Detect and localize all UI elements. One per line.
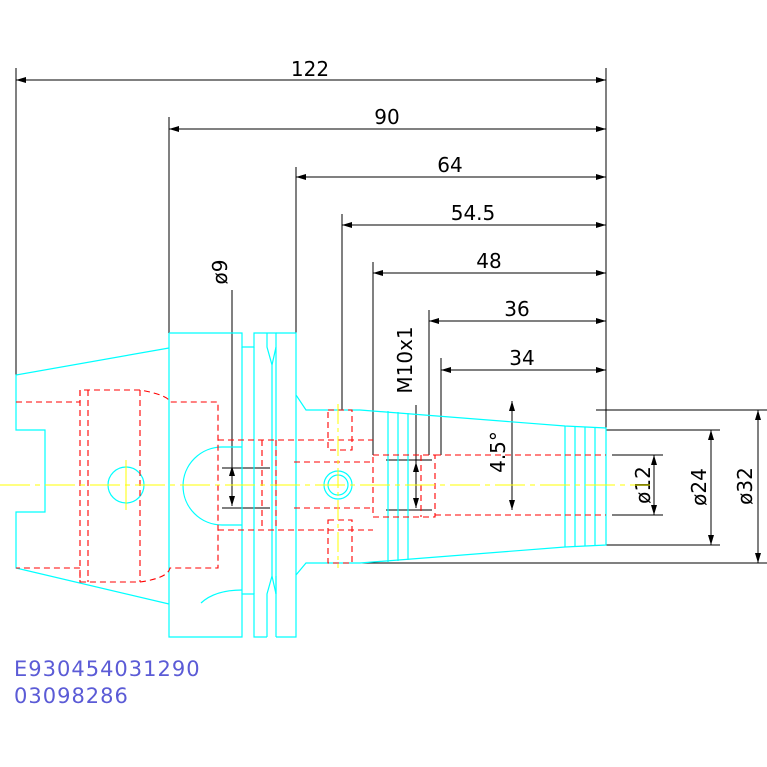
dim-122: 122 <box>291 57 329 81</box>
dim-48: 48 <box>476 249 501 273</box>
part-code-line-2: 03098286 <box>14 684 129 708</box>
dimension-lines <box>16 77 761 563</box>
centerlines <box>0 404 650 568</box>
part-codes: E930454031290 03098286 <box>14 656 201 710</box>
part-code-line-1: E930454031290 <box>14 657 201 681</box>
dim-54-5: 54.5 <box>451 201 496 225</box>
dim-90: 90 <box>374 105 399 129</box>
dimension-texts: 122 90 64 54.5 48 36 34 ø9 M10x1 4.5° ø1… <box>208 57 757 506</box>
dim-thread: M10x1 <box>393 326 417 393</box>
hidden-lines <box>16 389 606 583</box>
dim-phi24: ø24 <box>687 468 711 506</box>
dim-phi32: ø32 <box>733 467 757 505</box>
dim-64: 64 <box>437 153 462 177</box>
dim-36: 36 <box>504 297 529 321</box>
dim-angle: 4.5° <box>486 431 510 473</box>
part-outline <box>15 332 607 638</box>
dim-34: 34 <box>509 346 534 370</box>
dim-phi9: ø9 <box>208 260 232 285</box>
